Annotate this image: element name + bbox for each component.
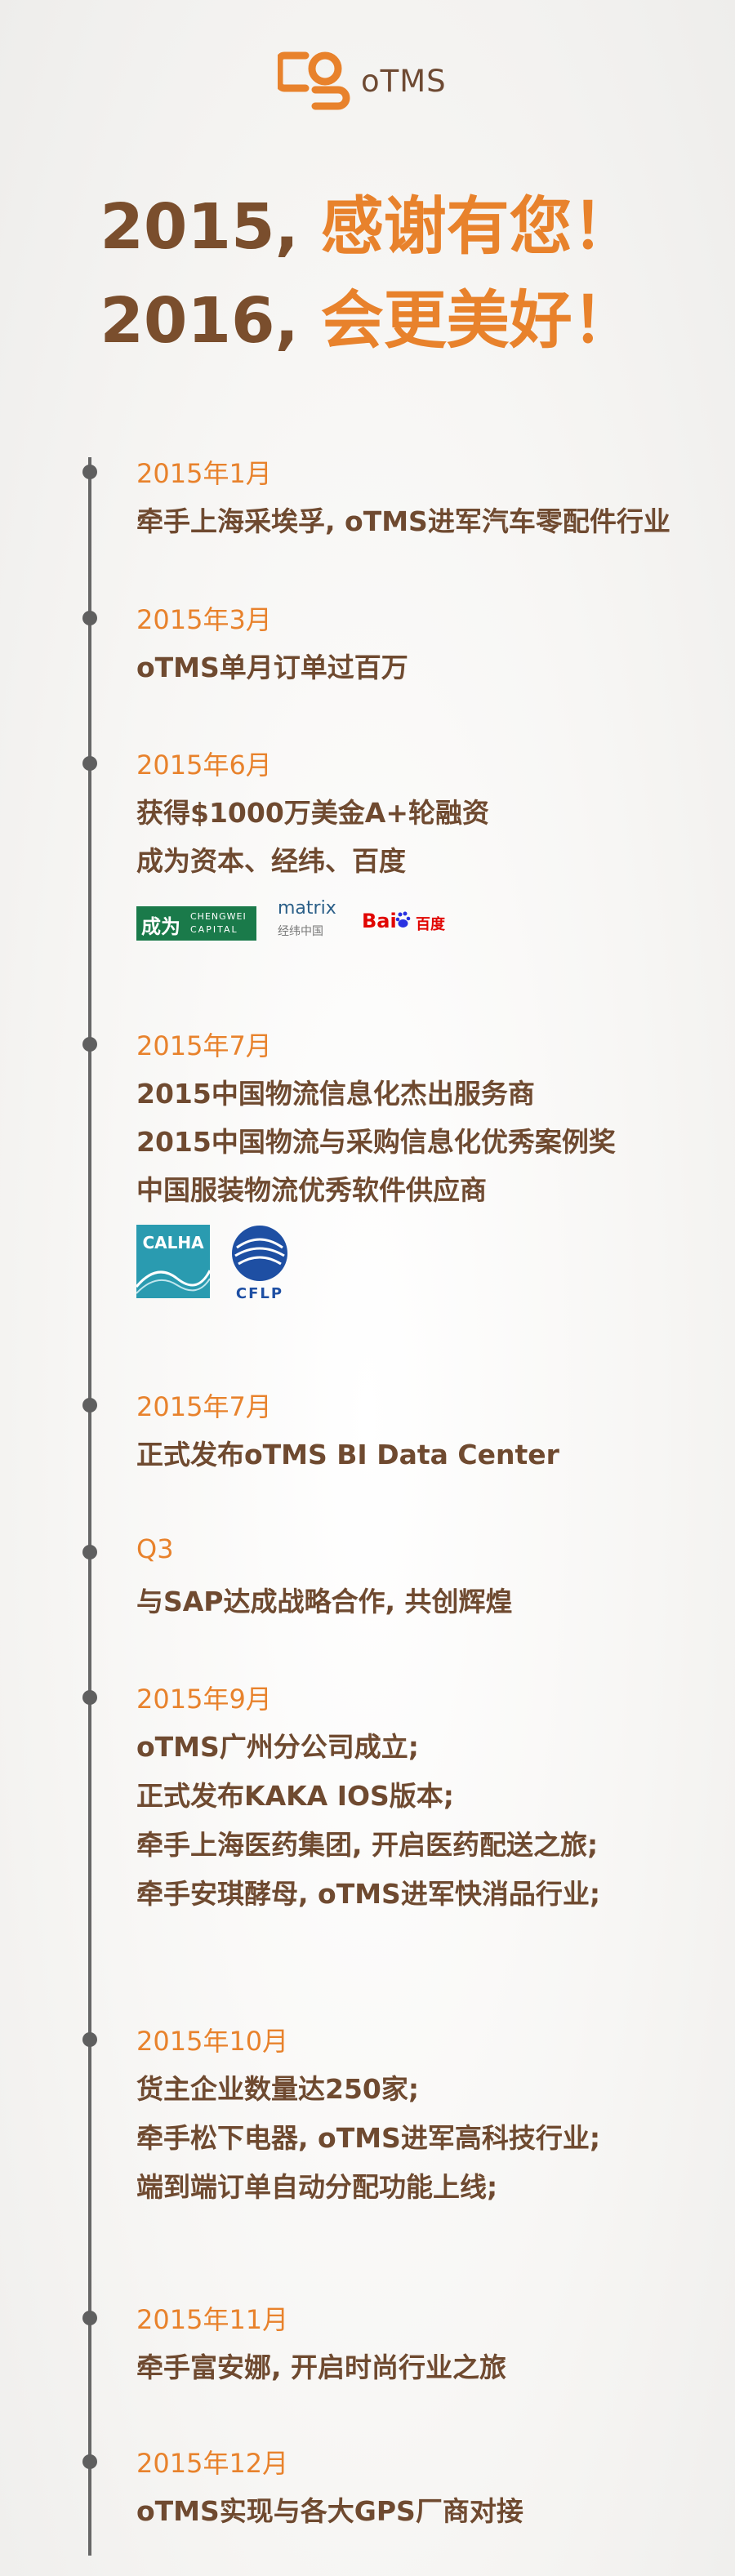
timeline-text: 成为资本、经纬、百度 bbox=[136, 845, 406, 877]
chengwei-logo-en1: CHENGWEI bbox=[190, 911, 247, 922]
timeline-date: 2015年7月 bbox=[136, 1030, 272, 1061]
timeline-date: 2015年7月 bbox=[136, 1391, 272, 1422]
timeline-text: 2015中国物流与采购信息化优秀案例奖 bbox=[136, 1126, 616, 1158]
baidu-paw-icon bbox=[395, 911, 411, 928]
timeline-date: 2015年11月 bbox=[136, 2304, 289, 2335]
timeline-dot bbox=[82, 1398, 97, 1413]
timeline-dot bbox=[82, 2454, 97, 2469]
timeline-dot bbox=[82, 465, 97, 479]
timeline-dot bbox=[82, 1037, 97, 1052]
headline-better: 会更美好！ bbox=[320, 285, 635, 358]
timeline-text: 正式发布KAKA IOS版本; bbox=[136, 1780, 455, 1812]
cflp-logo: CFLP bbox=[222, 1223, 297, 1305]
timeline-text: 牵手富安娜, 开启时尚行业之旅 bbox=[136, 2351, 507, 2383]
timeline-text: 牵手上海采埃孚, oTMS进军汽车零配件行业 bbox=[136, 505, 670, 537]
calha-wave-icon bbox=[136, 1270, 210, 1294]
baidu-logo: Bai 百度 bbox=[362, 903, 452, 939]
timeline-dot bbox=[82, 2311, 97, 2325]
timeline-text: 与SAP达成战略合作, 共创辉煌 bbox=[136, 1586, 513, 1617]
timeline-date: 2015年6月 bbox=[136, 750, 272, 781]
cflp-logo-text: CFLP bbox=[235, 1285, 284, 1302]
matrix-logo: matrix 经纬中国 bbox=[276, 896, 351, 942]
headline-year-2016: 2016, bbox=[100, 285, 299, 358]
timeline-text: 中国服装物流优秀软件供应商 bbox=[136, 1174, 487, 1206]
timeline-date: 2015年3月 bbox=[136, 604, 272, 635]
matrix-logo-text: matrix bbox=[278, 898, 336, 919]
timeline-date: 2015年10月 bbox=[136, 2026, 289, 2057]
timeline-text: 牵手松下电器, oTMS进军高科技行业; bbox=[136, 2122, 601, 2154]
baidu-logo-sub: 百度 bbox=[416, 916, 445, 933]
calha-logo: CALHA bbox=[136, 1225, 210, 1298]
timeline-dot bbox=[82, 1545, 97, 1559]
otms-logo-icon bbox=[278, 51, 350, 110]
timeline-text: 正式发布oTMS BI Data Center bbox=[136, 1439, 559, 1470]
timeline-text: 2015中国物流信息化杰出服务商 bbox=[136, 1078, 535, 1110]
timeline-text: 牵手安琪酵母, oTMS进军快消品行业; bbox=[136, 1878, 601, 1910]
timeline-dot bbox=[82, 1690, 97, 1705]
timeline-text: 获得$1000万美金A+轮融资 bbox=[136, 797, 489, 829]
timeline-date: 2015年12月 bbox=[136, 2448, 289, 2479]
headline-year-2015: 2015, bbox=[100, 191, 299, 264]
timeline-text: 端到端订单自动分配功能上线; bbox=[136, 2171, 498, 2203]
chengwei-logo-cn: 成为 bbox=[141, 915, 180, 938]
timeline-date: 2015年9月 bbox=[136, 1684, 272, 1715]
timeline-line bbox=[88, 457, 91, 2556]
timeline-dot bbox=[82, 2032, 97, 2047]
timeline-dot bbox=[82, 611, 97, 625]
baidu-logo-text: Bai bbox=[362, 910, 397, 932]
timeline-text: oTMS广州分公司成立; bbox=[136, 1731, 419, 1763]
timeline-text: oTMS单月订单过百万 bbox=[136, 652, 408, 683]
chengwei-logo-en2: CAPITAL bbox=[190, 924, 238, 935]
timeline-text: 牵手上海医药集团, 开启医药配送之旅; bbox=[136, 1829, 599, 1861]
headline-thanks: 感谢有您！ bbox=[320, 191, 635, 264]
calha-logo-text: CALHA bbox=[142, 1233, 204, 1252]
timeline-text: oTMS实现与各大GPS厂商对接 bbox=[136, 2495, 523, 2527]
headline-line-2: 2016, 会更美好！ bbox=[0, 290, 735, 353]
timeline-date: 2015年1月 bbox=[136, 458, 272, 489]
headline-line-1: 2015, 感谢有您！ bbox=[0, 196, 735, 259]
timeline-dot bbox=[82, 756, 97, 771]
cflp-globe-icon bbox=[232, 1226, 287, 1281]
matrix-logo-sub: 经纬中国 bbox=[278, 925, 323, 938]
timeline-date: Q3 bbox=[136, 1533, 174, 1564]
brand-name: oTMS bbox=[361, 64, 447, 99]
timeline-text: 货主企业数量达250家; bbox=[136, 2073, 420, 2105]
brand-logo: oTMS bbox=[278, 47, 474, 121]
chengwei-capital-logo: 成为 CHENGWEI CAPITAL bbox=[136, 906, 256, 941]
